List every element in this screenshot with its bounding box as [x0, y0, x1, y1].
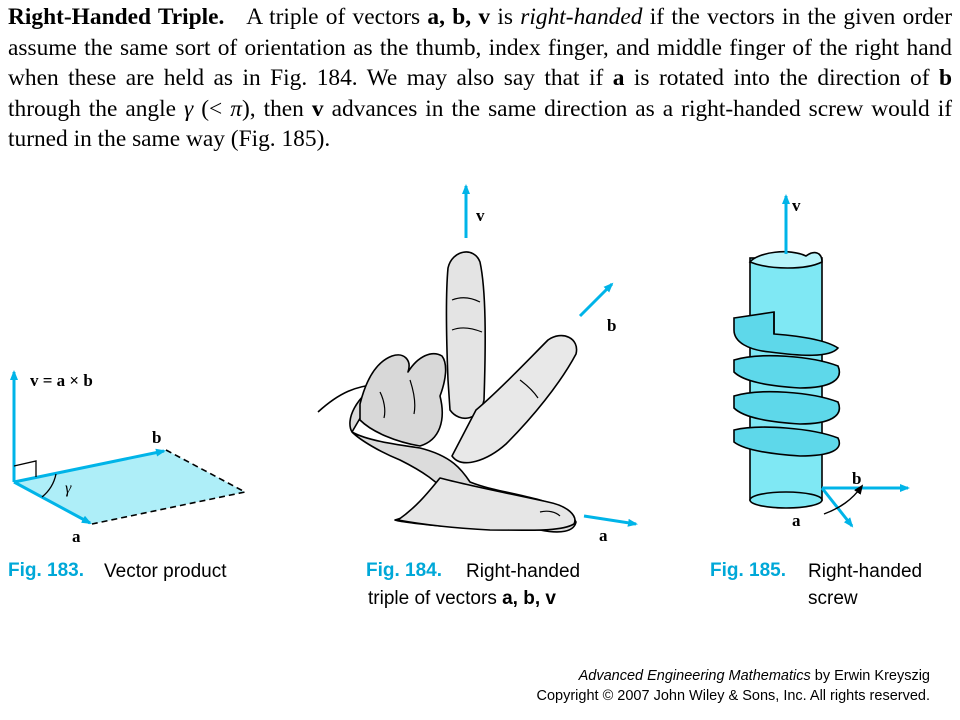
- fig183-plane: [14, 450, 245, 524]
- pi-symbol: π: [230, 95, 242, 122]
- fig184-caption-line2: triple of vectors a, b, v: [368, 587, 556, 611]
- fig183-label-gamma: γ: [65, 480, 72, 497]
- screw-thread-1: [733, 311, 840, 357]
- fig185-screw: [733, 250, 841, 509]
- fig185-label-v: v: [792, 196, 801, 215]
- fig184-number: Fig. 184.: [366, 560, 443, 581]
- fig183-label-b: b: [152, 428, 161, 447]
- para-text-3: if the vectors in the given order assume…: [8, 4, 952, 91]
- hand-knuckle-lines: [379, 297, 561, 517]
- para-text-7: ), then: [241, 95, 312, 122]
- copyright-line-2: Copyright © 2007 John Wiley & Sons, Inc.…: [536, 688, 930, 704]
- screw-thread-4: [733, 426, 841, 457]
- vector-b: b: [939, 65, 953, 91]
- fig184-hand-drawing: [317, 251, 578, 533]
- copyright-line-1: Advanced Engineering Mathematics by Erwi…: [536, 666, 930, 686]
- book-title: Advanced Engineering Mathematics: [578, 668, 811, 684]
- fig185-caption-line2: screw: [808, 588, 858, 609]
- fig184-caption-text: triple of vectors: [368, 588, 503, 609]
- section-heading: Right-Handed Triple.: [8, 4, 225, 30]
- fig184-label-a: a: [599, 526, 608, 545]
- fig183-diagram: v = a × b b a γ: [10, 370, 248, 546]
- hand-index-finger: [451, 334, 578, 464]
- fig184-label-b: b: [607, 316, 616, 335]
- fig185-label-b: b: [852, 469, 861, 488]
- fig183-vector-b: [13, 448, 166, 484]
- para-text-4: is rotated into the direction of: [624, 65, 939, 91]
- book-author: by Erwin Kreyszig: [810, 668, 930, 684]
- para-text-6: (<: [193, 95, 231, 122]
- fig183-number: Fig. 183.: [8, 560, 85, 581]
- fig183-label-a: a: [72, 527, 81, 546]
- emphasis-term: right-handed: [520, 4, 643, 30]
- vector-a: a: [612, 65, 625, 91]
- fig183-vector-a: [13, 480, 92, 525]
- hand-thumb: [397, 477, 576, 532]
- fig185-vectors: v b a: [782, 194, 910, 530]
- fig183-caption: Vector product: [104, 561, 227, 582]
- copyright-notice: Advanced Engineering Mathematics by Erwi…: [536, 666, 930, 706]
- gamma-symbol: γ: [184, 95, 194, 122]
- fig185-caption-line1: Right-handed: [808, 561, 923, 582]
- screw-bottom: [749, 491, 823, 509]
- fig185-label-a: a: [792, 511, 801, 530]
- vector-v: v: [311, 95, 324, 122]
- para-text-5: through the angle: [8, 95, 185, 122]
- fig184-caption-line1: Right-handed: [466, 561, 581, 582]
- screw-thread-3: [733, 390, 841, 425]
- screw-thread-2: [733, 354, 841, 389]
- body-paragraph: Right-Handed Triple. A triple of vectors…: [8, 2, 952, 155]
- fig184-vector-b: [578, 282, 614, 318]
- hand-middle-finger: [445, 251, 486, 420]
- fig183-plane-edge: [91, 449, 248, 525]
- fig185-number: Fig. 185.: [710, 560, 787, 581]
- para-text-1: A triple of vectors: [246, 4, 428, 30]
- para-text-2: is: [490, 4, 521, 30]
- fig184-caption-vectors: a, b, v: [502, 588, 556, 609]
- fig183-formula: v = a × b: [30, 371, 93, 390]
- fig183-angle-arc: [41, 473, 57, 498]
- fig185-vector-a: [820, 487, 854, 528]
- hand-curled-fingers: [359, 352, 447, 447]
- fig184-vectors: v b a: [462, 184, 638, 545]
- fig184-vector-a: [583, 514, 638, 527]
- fig183-right-angle: [13, 460, 37, 477]
- para-text-8: advances in the same direction as a righ…: [8, 95, 952, 153]
- fig184-label-v: v: [476, 206, 485, 225]
- fig185-rotation-arrow: [823, 484, 864, 515]
- vector-list: a, b, v: [427, 4, 491, 30]
- screw-top-cut: [748, 250, 823, 269]
